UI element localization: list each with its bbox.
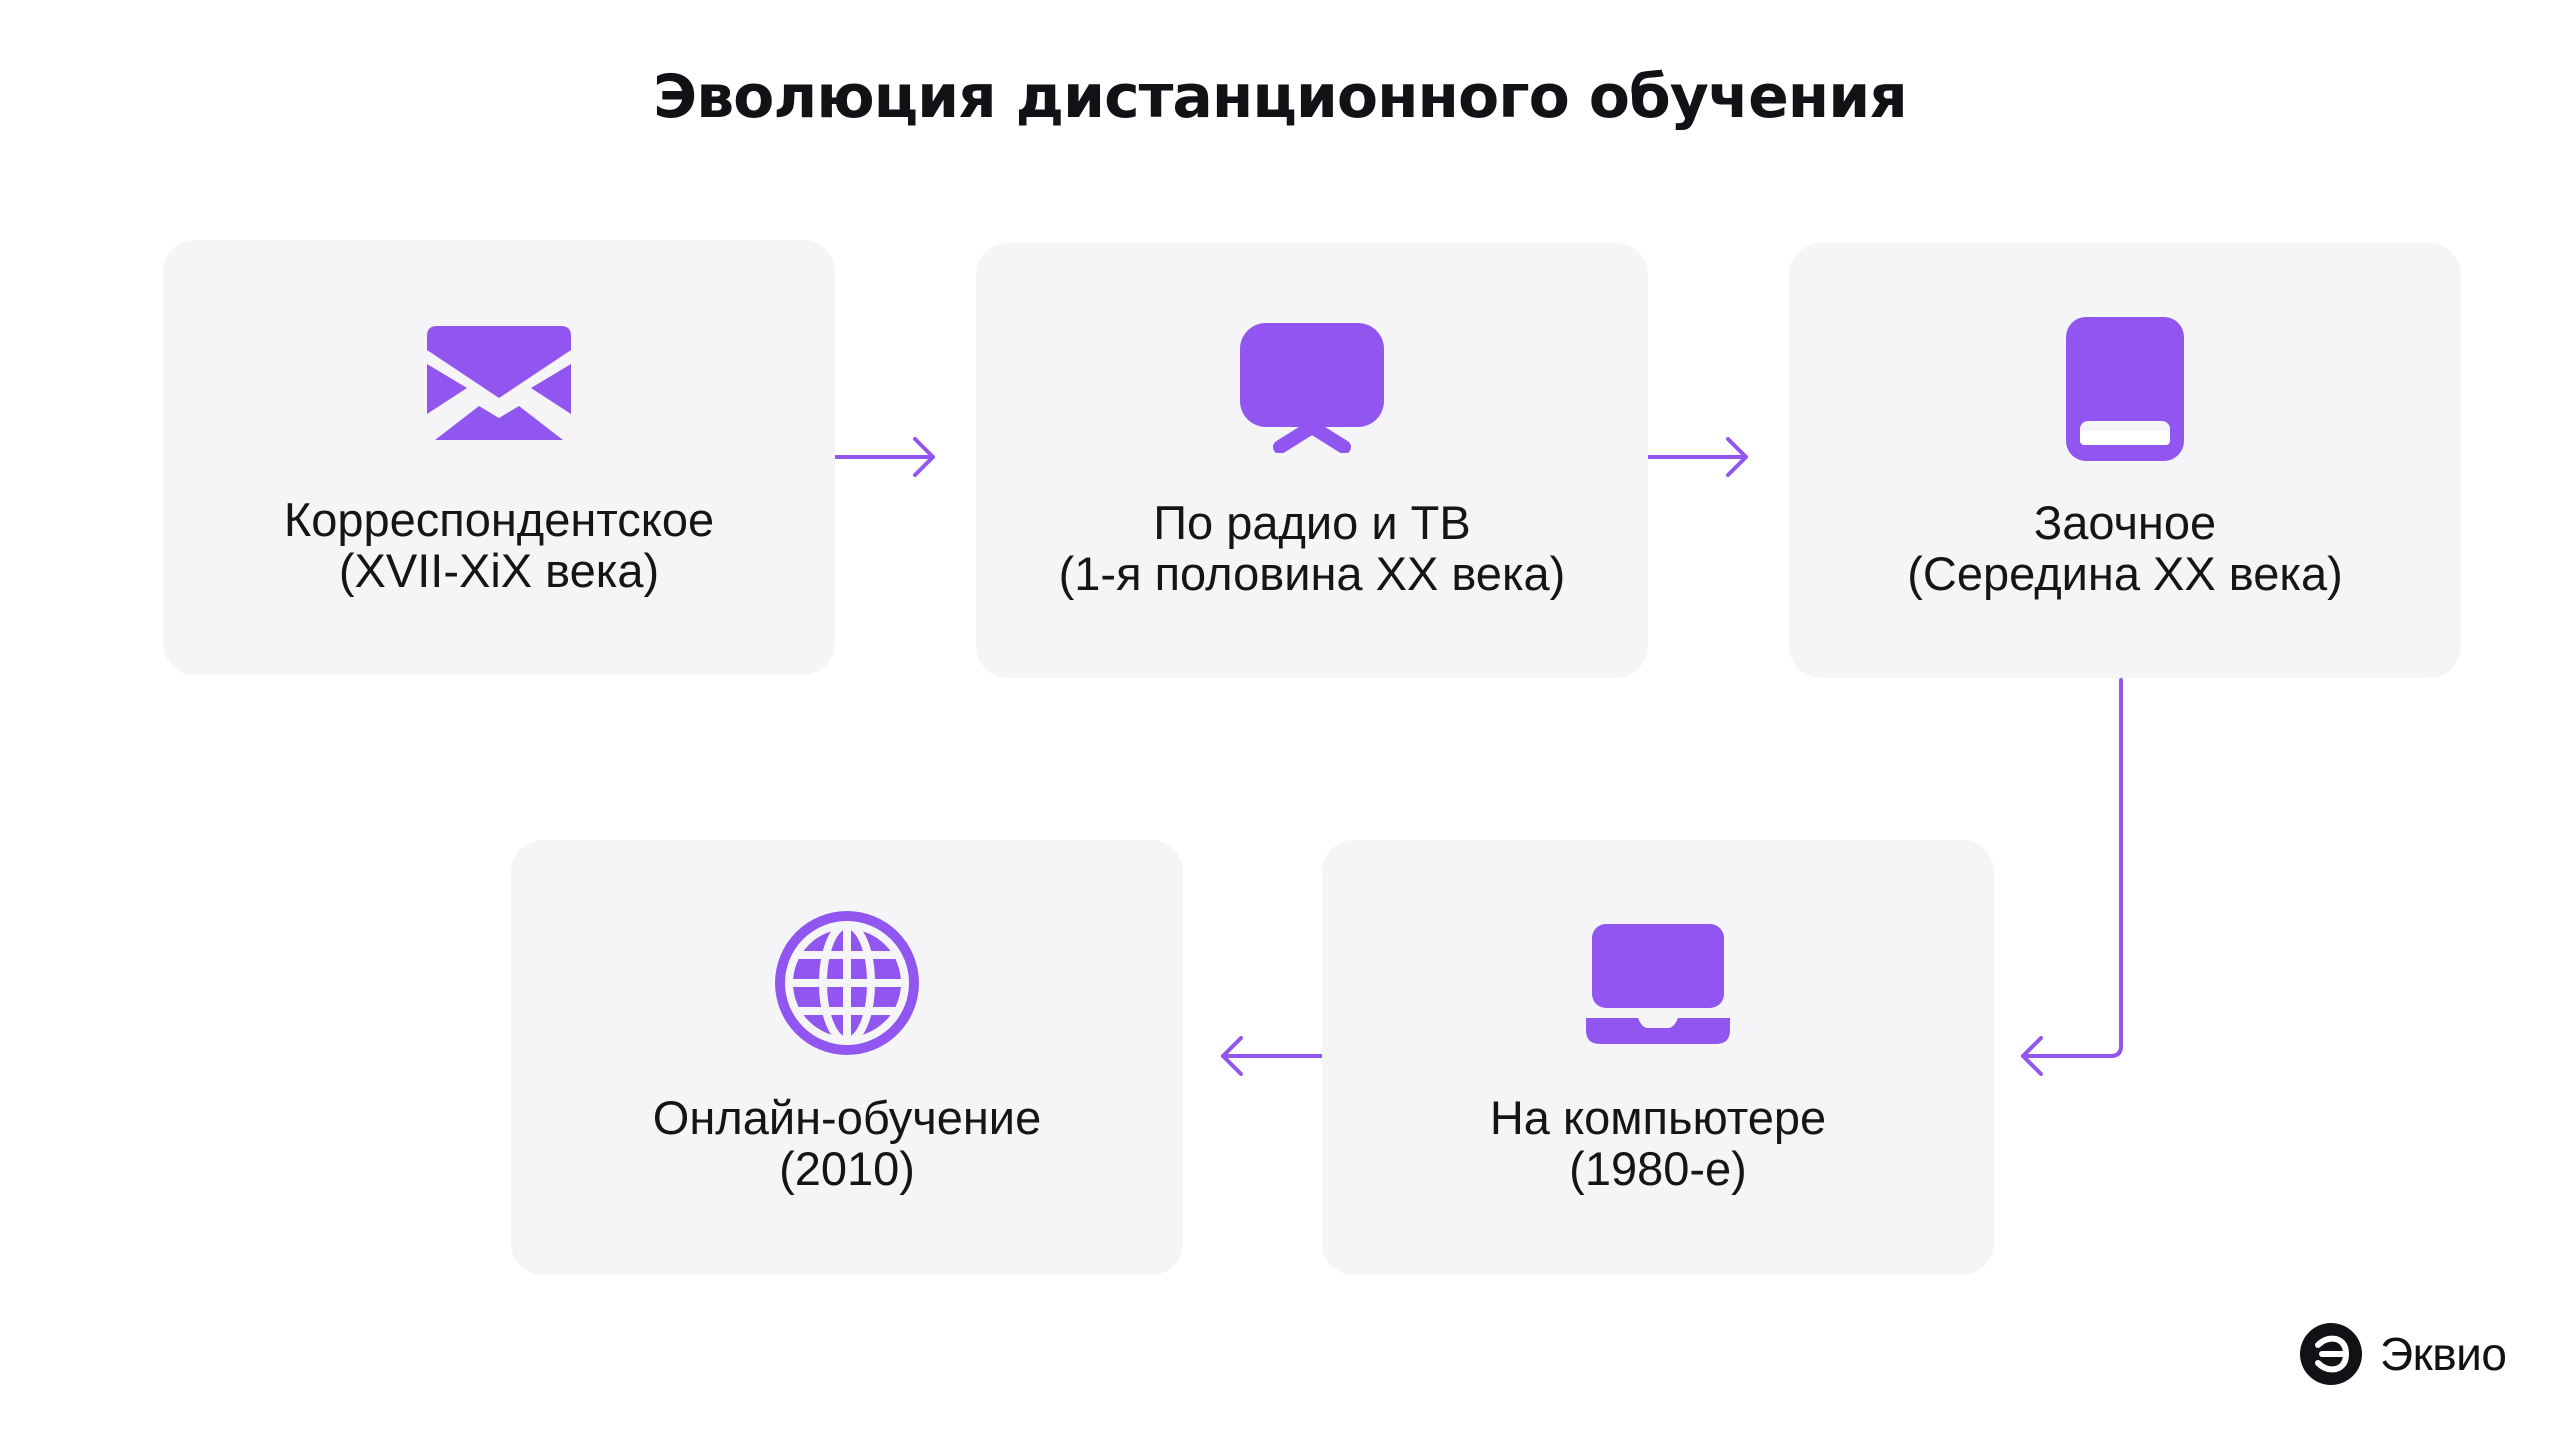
- stage-label: Онлайн-обучение (2010): [511, 1092, 1183, 1194]
- arrow-2-to-3: [1646, 437, 1748, 477]
- stage-period: (Середина XX века): [1907, 547, 2343, 600]
- laptop-icon: [1586, 924, 1730, 1049]
- stage-name: На компьютере: [1489, 1091, 1827, 1144]
- stage-period: (2010): [779, 1142, 915, 1195]
- stage-label: На компьютере (1980-е): [1322, 1092, 1994, 1194]
- brand-logo: Эквио: [2300, 1322, 2507, 1386]
- stage-label: Заочное (Середина XX века): [1789, 497, 2461, 599]
- stage-name: Заочное: [2033, 496, 2217, 549]
- stage-card-computer: На компьютере (1980-е): [1322, 840, 1994, 1275]
- stage-period: (1980-е): [1569, 1142, 1747, 1195]
- tv-icon: [1240, 323, 1384, 458]
- stage-card-radio-tv: По радио и ТВ (1-я половина XX века): [976, 243, 1648, 678]
- stage-card-extramural: Заочное (Середина XX века): [1789, 243, 2461, 678]
- arrow-1-to-2: [833, 437, 935, 477]
- arrow-3-to-4: [2021, 678, 2123, 1076]
- stage-card-correspondence: Корреспондентское (XVII-XiX века): [163, 240, 835, 675]
- stage-name: Онлайн-обучение: [652, 1091, 1042, 1144]
- stage-name: Корреспондентское: [283, 493, 715, 546]
- stage-label: По радио и ТВ (1-я половина XX века): [976, 497, 1648, 599]
- stage-period: (1-я половина XX века): [1058, 547, 1566, 600]
- globe-icon: [775, 911, 919, 1060]
- arrow-4-to-5: [1221, 1036, 1324, 1076]
- stage-name: По радио и ТВ: [1153, 496, 1471, 549]
- page-title: Эволюция дистанционного обучения: [653, 62, 1908, 132]
- eqvio-logo-icon: [2300, 1323, 2362, 1385]
- stage-card-online: Онлайн-обучение (2010): [511, 840, 1183, 1275]
- envelope-icon: [427, 326, 571, 447]
- stage-label: Корреспондентское (XVII-XiX века): [163, 494, 835, 596]
- stage-period: (XVII-XiX века): [338, 544, 660, 597]
- brand-name: Эквио: [2380, 1328, 2507, 1380]
- book-icon: [2066, 317, 2184, 466]
